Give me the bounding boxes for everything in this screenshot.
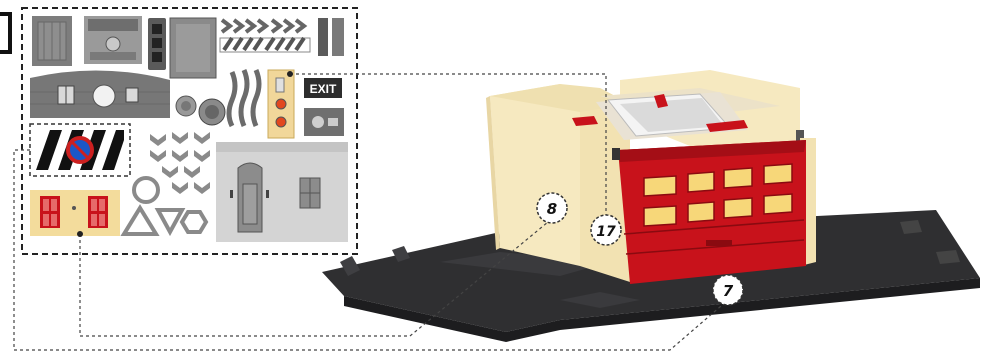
leader-dot-8: [77, 231, 83, 237]
sticker-panel-wall: [84, 16, 142, 64]
sticker-metal-plate: [170, 18, 216, 78]
sticker-stripe-bars: [220, 38, 310, 52]
sticker-grey-door: [32, 16, 72, 66]
garage-door: [612, 140, 806, 284]
page-corner-bracket: [0, 14, 10, 52]
sticker-grey-wall-windows: [30, 70, 170, 118]
callout-17: 17: [591, 215, 621, 245]
sticker-yellow-window-panel: [30, 190, 120, 236]
leader-dot-17: [287, 71, 293, 77]
callout-8-number: 8: [547, 200, 557, 218]
sticker-sheet: EXIT: [22, 8, 357, 254]
exit-sign-text: EXIT: [310, 82, 337, 96]
sticker-switch-panel: [148, 18, 166, 70]
callout-17-number: 17: [596, 224, 616, 240]
sticker-sign-panel: [268, 70, 294, 138]
exit-sign: EXIT: [304, 78, 342, 98]
sticker-control-box: [304, 108, 344, 136]
callout-7-number: 7: [723, 282, 734, 300]
sticker-no-parking-hazard: [30, 124, 130, 176]
fire-station-model: [322, 70, 980, 342]
callout-7: 7: [713, 275, 743, 305]
sticker-shop-facade: [216, 142, 348, 242]
callout-8: 8: [537, 193, 567, 223]
sticker-chevron-strip-top: [220, 18, 310, 34]
